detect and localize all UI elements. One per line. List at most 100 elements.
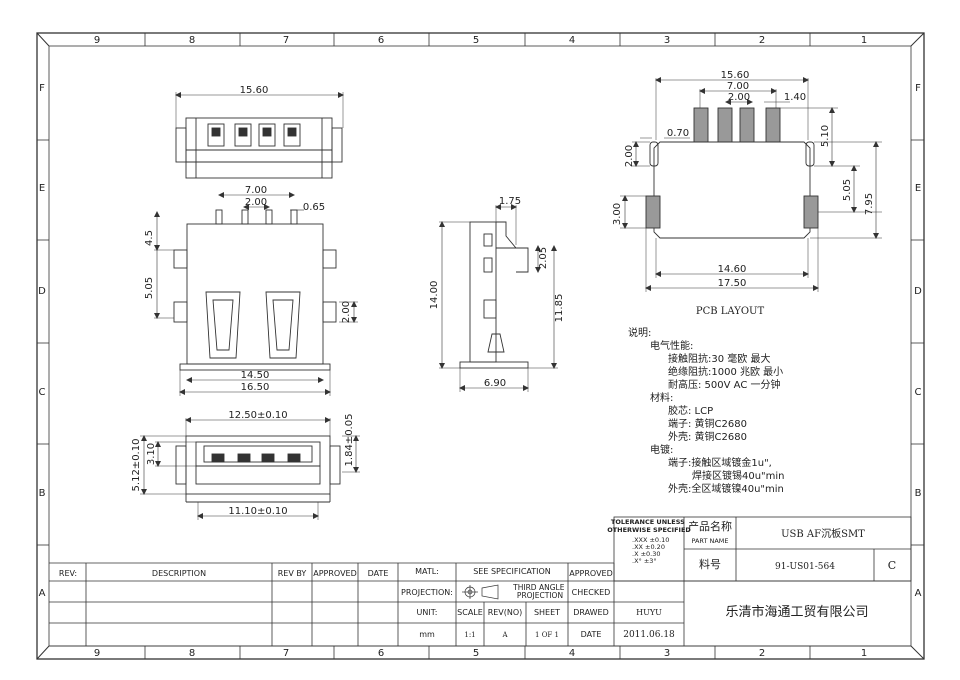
- side-view: [439, 204, 558, 392]
- scale-label: SCALE: [457, 608, 483, 617]
- note-line: 接触阻抗:30 毫欧 最大: [668, 352, 770, 365]
- date-header: DATE: [368, 569, 389, 578]
- note-line: 绝缘阻抗:1000 兆欧 最小: [668, 365, 783, 378]
- zone-labels-left: F E D C B A: [38, 83, 46, 599]
- zone-labels-bottom: 9 8 7 6 5 4 3 2 1: [94, 648, 867, 659]
- dim-label: 7.00: [245, 185, 267, 196]
- description-header: DESCRIPTION: [152, 569, 206, 578]
- front-view-dims: 7.00 2.00 0.65 4.5 5.05 2.00 14.50 16.50: [144, 185, 352, 393]
- zone-label: B: [915, 488, 922, 499]
- dim-label: 16.50: [241, 382, 270, 393]
- zone-label: 3: [664, 648, 670, 659]
- tolerance-block: TOLERANCE UNLESS OTHERWISE SPECIFIED .XX…: [607, 518, 691, 565]
- dim-label: 17.50: [718, 278, 747, 289]
- zone-label: 3: [664, 35, 670, 46]
- approved-label: APPROVED: [569, 569, 613, 578]
- matl-label: MATL:: [415, 567, 439, 576]
- revno-label: REV(NO): [488, 608, 523, 617]
- pcb-layout-dims: 15.60 7.00 2.00 1.40 0.70 2.00 3.00 5.10…: [612, 70, 875, 289]
- pcb-layout: [620, 77, 882, 292]
- tol-x: .X ±0.30: [632, 550, 661, 558]
- unit-value: mm: [419, 630, 435, 639]
- part-no-label: 料号: [699, 557, 721, 571]
- zone-label: 8: [189, 35, 195, 46]
- date-label: DATE: [581, 630, 602, 639]
- dim-label: 1.75: [499, 196, 521, 207]
- note-line: 说明:: [628, 326, 651, 339]
- dim-label: 5.05: [144, 277, 155, 299]
- dim-label: 0.65: [303, 202, 325, 213]
- dim-label: 12.50±0.10: [228, 410, 287, 421]
- tol-ang: .X° ±3°: [632, 557, 657, 565]
- zone-label: A: [915, 588, 922, 599]
- end-view-dims: 12.50±0.10 3.10 5.12±0.10 1.84±0.05 11.1…: [131, 410, 355, 517]
- zone-label: 7: [283, 35, 289, 46]
- scale-value: 1:1: [464, 631, 475, 639]
- dim-label: 3.00: [612, 203, 623, 225]
- dim-label: 14.60: [718, 264, 747, 275]
- dim-label: 3.10: [146, 443, 157, 465]
- dim-label: 5.10: [820, 125, 831, 147]
- tolerance-title-line: TOLERANCE UNLESS: [611, 518, 685, 526]
- zone-label: 1: [861, 648, 867, 659]
- dim-label: 2.00: [728, 92, 750, 103]
- end-view: [140, 417, 360, 520]
- date-value: 2011.06.18: [623, 630, 675, 640]
- note-line: 耐高压: 500V AC 一分钟: [668, 378, 780, 391]
- dim-label: 2.05: [538, 247, 549, 269]
- note-line: 胶芯: LCP: [668, 404, 713, 417]
- zone-label: E: [915, 183, 921, 194]
- top-view: [175, 92, 344, 179]
- zone-label: 4: [569, 648, 575, 659]
- projection-symbol: [462, 584, 499, 600]
- tolerance-title: TOLERANCE UNLESS OTHERWISE SPECIFIED: [607, 518, 691, 534]
- zone-label: 7: [283, 648, 289, 659]
- note-line: 电镀:: [650, 443, 673, 456]
- dim-label: 2.00: [624, 145, 635, 167]
- drawed-value: HUYU: [636, 608, 662, 617]
- dim-label: 6.90: [484, 378, 506, 389]
- side-view-dims: 1.75 14.00 2.05 11.85 6.90: [429, 196, 565, 389]
- part-name-label: PART NAME: [691, 537, 728, 545]
- note-line: 外壳:全区域镀镍40u"min: [668, 482, 784, 495]
- notes: 说明: 电气性能: 接触阻抗:30 毫欧 最大 绝缘阻抗:1000 兆欧 最小 …: [628, 326, 785, 495]
- zone-label: 5: [473, 35, 479, 46]
- sheet-label: SHEET: [534, 608, 560, 617]
- note-line: 外壳: 黄铜C2680: [668, 430, 747, 443]
- dim-label: 1.40: [784, 92, 806, 103]
- tol-xxx: .XXX ±0.10: [632, 536, 669, 544]
- dim-label: 7.95: [864, 193, 875, 215]
- part-no: 91-US01-564: [775, 562, 835, 572]
- zone-label: 1: [861, 35, 867, 46]
- zone-labels-top: 9 8 7 6 5 4 3 2 1: [94, 35, 867, 46]
- zone-label: 2: [759, 35, 765, 46]
- zone-label: 9: [94, 648, 100, 659]
- zone-labels-right: F E D C B A: [914, 83, 922, 599]
- dim-label: 2.00: [245, 197, 267, 208]
- sheet-value: 1 OF 1: [535, 631, 559, 639]
- unit-label: UNIT:: [417, 608, 438, 617]
- zone-label: D: [38, 286, 46, 297]
- dim-label: 5.12±0.10: [131, 439, 142, 492]
- dim-label: 14.50: [241, 370, 270, 381]
- title-block: [49, 516, 912, 647]
- matl-value: SEE SPECIFICATION: [473, 567, 551, 576]
- dim-label: 14.00: [429, 281, 440, 310]
- zone-label: 9: [94, 35, 100, 46]
- zone-label: 8: [189, 648, 195, 659]
- dim-label: 11.10±0.10: [228, 506, 287, 517]
- projection-label: PROJECTION:: [401, 588, 453, 597]
- zone-label: 5: [473, 648, 479, 659]
- dim-label: 11.85: [554, 294, 565, 323]
- dim-label: 7.00: [727, 81, 749, 92]
- company-name: 乐清市海通工贸有限公司: [725, 604, 868, 620]
- note-line: 材料:: [650, 391, 673, 404]
- dim-label: 1.84±0.05: [344, 414, 355, 467]
- zone-label: C: [39, 387, 46, 398]
- zone-label: B: [39, 488, 46, 499]
- note-line: 电气性能:: [650, 339, 693, 352]
- zone-label: F: [39, 83, 45, 94]
- dim-label: 5.05: [842, 179, 853, 201]
- product-name: USB AF沉板SMT: [781, 527, 865, 540]
